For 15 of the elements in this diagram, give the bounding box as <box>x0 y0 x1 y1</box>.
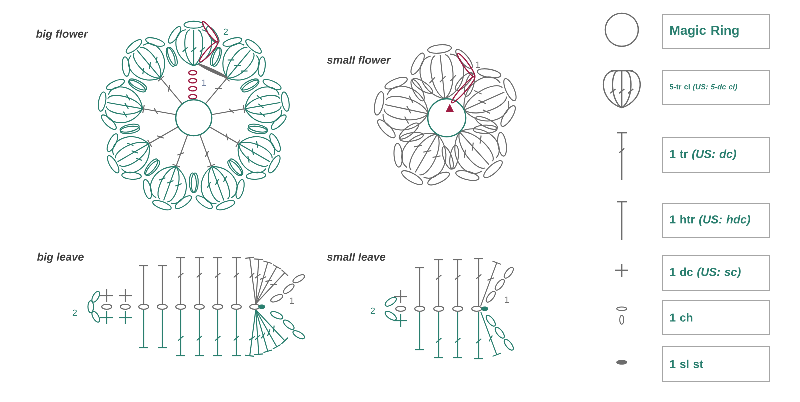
legend-box: Magic Ring <box>662 14 770 50</box>
legend-box: 1 dc (US: sc) <box>662 255 770 292</box>
row-number: 2 <box>224 28 228 36</box>
chart-title: small flower <box>327 56 392 64</box>
row-number: 2 <box>370 308 376 314</box>
row-number: 1 <box>202 80 206 86</box>
legend-box: 1 ch <box>662 300 770 336</box>
row-number: 2 <box>72 310 78 316</box>
chart-title: big leave <box>37 252 84 264</box>
chart-title: small leave <box>327 252 386 262</box>
legend-box: 1 tr (US: dc) <box>662 137 770 174</box>
legend-box: 1 htr (US: hdc) <box>662 203 770 238</box>
legend-box: 1 sl st <box>662 346 770 382</box>
chart-title: big flower <box>36 30 89 40</box>
row-number: 1 <box>476 62 480 68</box>
